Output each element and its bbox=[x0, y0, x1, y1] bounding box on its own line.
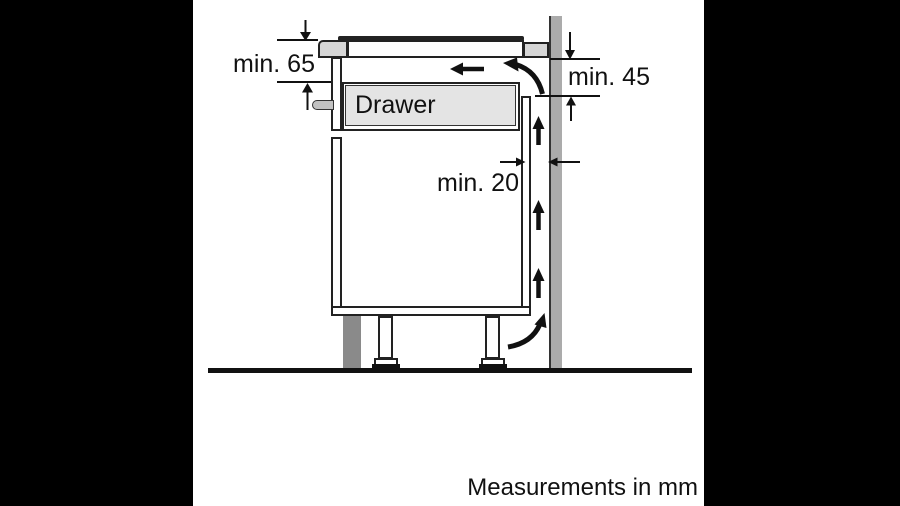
plinth-panel bbox=[343, 316, 361, 368]
drawer: Drawer bbox=[345, 85, 516, 126]
worktop-left-section bbox=[318, 40, 348, 58]
drawer-label: Drawer bbox=[355, 91, 436, 119]
wall bbox=[549, 16, 562, 368]
hob-body bbox=[347, 40, 524, 58]
cabinet-leg-left-base bbox=[372, 364, 400, 369]
cabinet-leg-right bbox=[485, 316, 500, 359]
hob-glass-surface bbox=[338, 36, 524, 41]
connection-tab bbox=[312, 100, 334, 110]
label-min-20: min. 20 bbox=[437, 169, 519, 197]
cabinet-front-panel-upper bbox=[331, 57, 342, 131]
label-min-65: min. 65 bbox=[233, 50, 315, 78]
cabinet-back-panel bbox=[521, 96, 531, 308]
cabinet-leg-left bbox=[378, 316, 393, 359]
footer-note: Measurements in mm bbox=[467, 474, 698, 501]
cabinet-bottom-shelf bbox=[331, 306, 531, 316]
cabinet-leg-right-base bbox=[479, 364, 507, 369]
cabinet-front-panel-lower bbox=[331, 137, 342, 308]
floor-line bbox=[208, 368, 692, 373]
worktop-right-section bbox=[523, 42, 549, 58]
label-min-45: min. 45 bbox=[568, 63, 650, 91]
